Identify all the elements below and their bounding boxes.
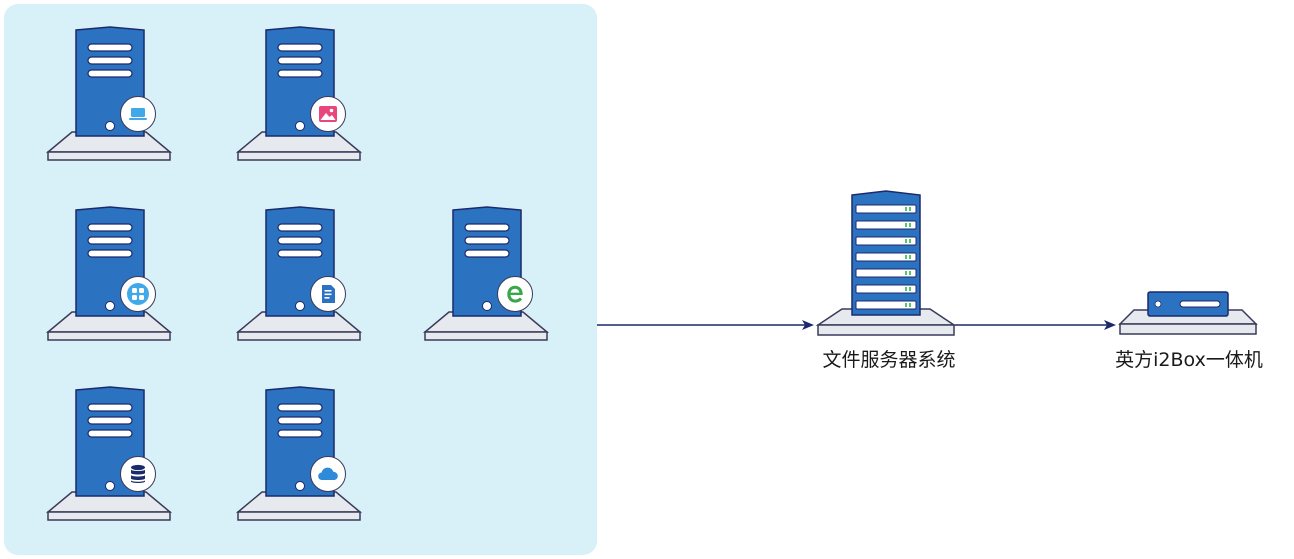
source-server-cloud (235, 386, 363, 522)
browser-e-icon (497, 276, 533, 312)
arrowhead-file-server (802, 320, 814, 330)
i2box-appliance (1118, 288, 1258, 338)
file-server-rack (815, 190, 957, 339)
image-icon (310, 96, 346, 132)
file-server-label: 文件服务器系统 (822, 349, 956, 371)
source-server-browser (422, 206, 550, 342)
database-icon (120, 456, 156, 492)
arrowhead-appliance (1104, 320, 1116, 330)
cloud-icon (310, 456, 346, 492)
source-server-document (235, 206, 363, 342)
laptop-icon (120, 96, 156, 132)
source-server-laptop (45, 26, 173, 162)
apps-grid-icon (120, 276, 156, 312)
source-server-database (45, 386, 173, 522)
document-icon (310, 276, 346, 312)
appliance-label: 英方i2Box一体机 (1115, 349, 1263, 371)
source-server-apps (45, 206, 173, 342)
source-server-image (235, 26, 363, 162)
